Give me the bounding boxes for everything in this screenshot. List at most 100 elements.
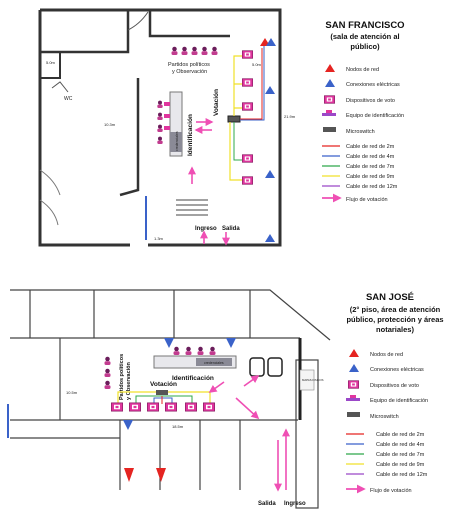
sj-title: SAN JOSÉ bbox=[366, 292, 414, 303]
sj-note-label: MAPAS FISICOS bbox=[302, 378, 324, 382]
legend-sj: Nodos de red Conexiones eléctricas Dispo… bbox=[346, 349, 428, 494]
legend-electric-icon bbox=[325, 79, 335, 87]
sf-wall bbox=[38, 10, 130, 247]
sj-subtitle-2: público, protección y áreas bbox=[346, 315, 443, 324]
sf-parties-label-2: y Observación bbox=[172, 69, 207, 75]
sj-plan: MAPAS FISICOS credenciales Identificació… bbox=[7, 289, 444, 509]
sj-subtitle-3: notariales) bbox=[376, 325, 414, 334]
legend-cable-2m-label: Cable de red de 2m bbox=[346, 144, 395, 150]
sf-title: SAN FRANCISCO bbox=[325, 20, 404, 31]
sf-inner-wall bbox=[40, 52, 61, 79]
sf-dim-label: 1.3m bbox=[154, 236, 164, 241]
sj-voting-devices bbox=[111, 402, 215, 412]
legend-id-equipment-label: Equipo de identificación bbox=[346, 113, 404, 119]
sf-cable-green bbox=[233, 122, 246, 161]
legend-cable-7m-label: Cable de red de 7m bbox=[376, 452, 425, 458]
sj-network-node bbox=[124, 468, 134, 482]
sj-subtitle-1: (2° piso, área de atención bbox=[350, 305, 441, 314]
legend-cable-9m-label: Cable de red de 9m bbox=[376, 462, 425, 468]
sj-staff bbox=[173, 346, 216, 355]
sj-electric-connection bbox=[226, 338, 236, 348]
sj-voting-label: Votación bbox=[150, 381, 177, 388]
sf-door-arc bbox=[39, 199, 59, 226]
sj-fixture bbox=[249, 357, 265, 377]
sf-plan: credenciales Identificación Partidos pol… bbox=[38, 8, 405, 247]
sj-flow-arrows bbox=[208, 375, 290, 492]
sf-microswitch bbox=[227, 115, 241, 123]
sj-credentials-label: credenciales bbox=[204, 361, 224, 365]
sf-exit-label: Salida bbox=[222, 226, 240, 232]
legend-id-equipment-label: Equipo de identificación bbox=[370, 398, 428, 404]
legend-electric-label: Conexiones eléctricas bbox=[370, 367, 424, 373]
sf-identification-label: Identificación bbox=[187, 114, 194, 156]
sj-dim-label: 10.5m bbox=[66, 390, 78, 395]
legend-microswitch-icon bbox=[347, 412, 360, 417]
sj-network-node bbox=[156, 468, 166, 482]
sj-elevator-note-box bbox=[299, 369, 315, 391]
sf-id-equipment bbox=[164, 102, 170, 130]
sf-electric-connection bbox=[265, 234, 275, 242]
legend-cable-12m-label: Cable de red de 12m bbox=[376, 472, 428, 478]
legend-cable-9m-label: Cable de red de 9m bbox=[346, 174, 395, 180]
sf-door-arc bbox=[127, 11, 149, 31]
sf-inner-wall bbox=[51, 81, 69, 93]
sf-inner-wall bbox=[40, 10, 130, 54]
sj-parties-label-2: y Observación bbox=[126, 361, 132, 400]
legend-node-icon bbox=[325, 64, 335, 72]
sj-dim-label: 18.5m bbox=[172, 424, 184, 429]
sf-stairs bbox=[176, 199, 208, 216]
legend-microswitch-label: Microswitch bbox=[346, 129, 375, 135]
sf-dim-label: 5.0m bbox=[252, 62, 262, 67]
sf-subtitle-1: (sala de atención al bbox=[330, 32, 399, 41]
sf-cable-blue bbox=[240, 46, 265, 121]
legend-flow-label: Flujo de votación bbox=[346, 197, 388, 203]
sf-voting-devices bbox=[242, 50, 253, 185]
legend-electric-label: Conexiones eléctricas bbox=[346, 82, 400, 88]
legend-sf: Nodos de red Conexiones eléctricas Dispo… bbox=[322, 64, 404, 203]
legend-flow-label: Flujo de votación bbox=[370, 488, 412, 494]
sf-credentials-label: credenciales bbox=[175, 131, 179, 151]
sj-parties-label-1: Partidos políticos bbox=[119, 354, 125, 400]
sf-entry-label: Ingreso bbox=[195, 226, 217, 232]
legend-voting-device-icon bbox=[348, 380, 359, 389]
sf-subtitle-2: público) bbox=[350, 42, 380, 51]
legend-node-label: Nodos de red bbox=[370, 352, 403, 358]
sf-electric-connection bbox=[265, 170, 275, 178]
sf-staff bbox=[157, 100, 163, 144]
sj-fixture bbox=[267, 357, 283, 377]
legend-id-equipment-icon bbox=[346, 395, 360, 401]
sf-cable-red bbox=[240, 48, 263, 120]
sj-entry-label: Ingreso bbox=[284, 501, 306, 507]
legend-cable-7m-label: Cable de red de 7m bbox=[346, 164, 395, 170]
legend-electric-icon bbox=[349, 364, 359, 372]
sj-observers bbox=[104, 356, 111, 389]
sf-voting-label: Votación bbox=[213, 89, 220, 116]
legend-cable-2m-label: Cable de red de 2m bbox=[376, 432, 425, 438]
legend-cable-4m-label: Cable de red de 4m bbox=[376, 442, 425, 448]
sj-walls bbox=[10, 289, 331, 509]
sf-dim-label: 21.9m bbox=[284, 114, 296, 119]
legend-id-equipment-icon bbox=[322, 110, 336, 116]
sf-inner-wall bbox=[119, 78, 140, 197]
legend-voting-device-icon bbox=[324, 95, 335, 104]
sf-door-arc bbox=[39, 169, 61, 196]
sj-microswitch bbox=[156, 390, 168, 395]
sf-dim-label: 10.3m bbox=[104, 122, 116, 127]
sf-wc-label: WC bbox=[64, 96, 73, 102]
sf-wall bbox=[40, 8, 282, 247]
legend-node-icon bbox=[349, 349, 359, 357]
sj-cable-blue bbox=[153, 397, 173, 404]
sf-credentials-box bbox=[170, 132, 182, 152]
legend-voting-device-label: Dispositivos de voto bbox=[346, 98, 395, 104]
sj-cable-green bbox=[135, 395, 193, 404]
legend-node-label: Nodos de red bbox=[346, 67, 379, 73]
sj-electric-connection bbox=[123, 420, 133, 430]
legend-microswitch-label: Microswitch bbox=[370, 414, 399, 420]
legend-microswitch-icon bbox=[323, 127, 336, 132]
sf-electric-connection bbox=[265, 86, 275, 94]
sf-flow-arrows bbox=[188, 118, 230, 246]
sf-parties-label-1: Partidos políticos bbox=[168, 62, 210, 68]
sj-electric-connection bbox=[164, 338, 174, 348]
sf-observers bbox=[171, 46, 218, 55]
